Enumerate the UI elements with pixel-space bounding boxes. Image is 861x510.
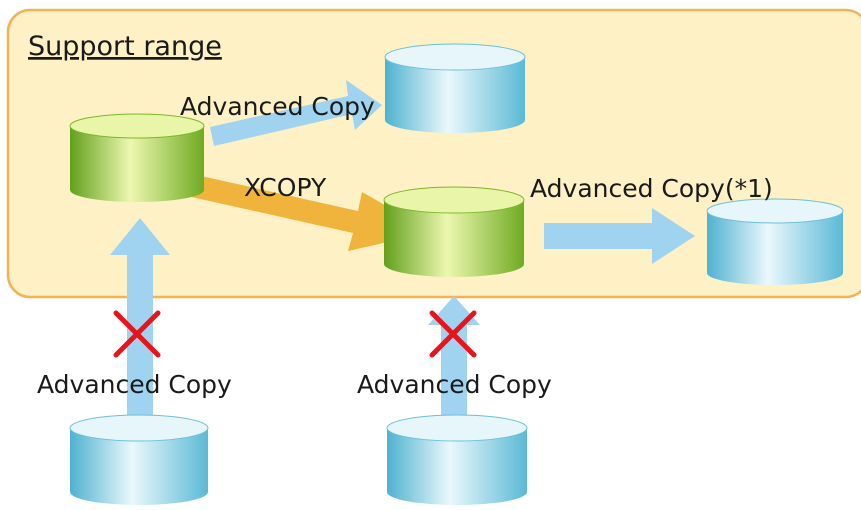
label-advanced-copy-right: Advanced Copy(*1) [530, 174, 773, 203]
label-advanced-copy-bottom-middle: Advanced Copy [357, 370, 552, 399]
disk-source [69, 113, 205, 202]
blocked-arrow-left [110, 218, 170, 418]
support-range-title: Support range [28, 31, 222, 62]
label-advanced-copy-bottom-left: Advanced Copy [37, 370, 232, 399]
disk-bottom-middle [386, 414, 528, 505]
cross-middle-icon [429, 310, 477, 358]
label-xcopy: XCOPY [244, 173, 327, 202]
label-advanced-copy-top: Advanced Copy [180, 92, 375, 121]
cross-left-icon [113, 310, 161, 358]
disk-advanced-copy-target [384, 43, 526, 133]
disk-advanced-copy-chained-target [706, 198, 844, 285]
blocked-arrow-middle [428, 296, 480, 418]
xcopy-arrow [178, 172, 432, 251]
disk-bottom-left [69, 414, 209, 505]
disk-xcopy-target [383, 186, 525, 277]
advanced-copy-arrow-top [210, 80, 382, 146]
advanced-copy-arrow-right [544, 208, 695, 264]
